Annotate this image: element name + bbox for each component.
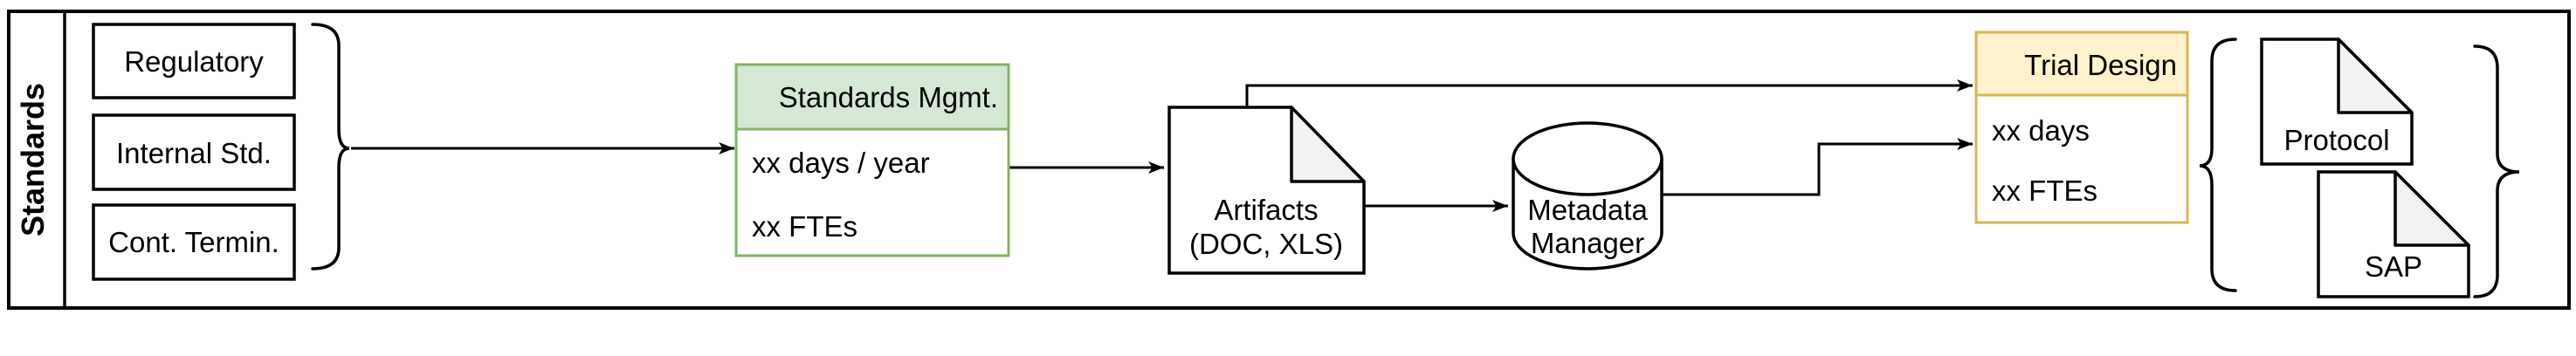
document-shape: [2317, 170, 2470, 298]
arrow-metadata-manager-to-trial-design: [1662, 138, 1973, 196]
metadata-manager-label-line-1: Metadata: [1527, 194, 1648, 226]
artifacts-document: Artifacts (DOC, XLS): [1167, 106, 1366, 275]
source-label: Cont. Termin.: [108, 226, 279, 258]
standards-mgmt-line-1: xx days / year: [752, 147, 930, 179]
arrow-standards-mgmt-to-artifacts: [1007, 161, 1164, 188]
sap-document: SAP: [2317, 170, 2470, 298]
standards-mgmt-title: Standards Mgmt.: [779, 81, 998, 113]
trial-design-box: Trial Design xx days xx FTEs: [1974, 31, 2189, 224]
source-box-regulatory: Regulatory: [92, 23, 296, 99]
trial-design-line-2: xx FTEs: [1992, 175, 2097, 207]
trial-design-header: [1974, 31, 2189, 97]
source-label: Internal Std.: [116, 137, 272, 169]
swimlane-label: Standards: [15, 83, 51, 236]
trial-design-line-1: xx days: [1992, 114, 2090, 147]
artifacts-label-line-2: (DOC, XLS): [1189, 228, 1343, 260]
artifacts-label-line-1: Artifacts: [1214, 194, 1318, 226]
deliverables-open-brace: [2199, 38, 2237, 292]
document-fold: [2337, 38, 2414, 114]
trial-design-title: Trial Design: [2024, 49, 2177, 81]
swimlane-frame: [7, 10, 2571, 310]
standards-mgmt-header: [734, 63, 1010, 131]
swimlane: Standards: [7, 10, 2571, 310]
source-boxes: Regulatory Internal Std. Cont. Termin.: [92, 23, 296, 281]
database-cylinder-top: [1512, 121, 1663, 196]
metadata-manager-database: Metadata Manager: [1512, 121, 1663, 270]
sources-brace: [311, 23, 350, 270]
source-box: [92, 113, 296, 191]
source-box: [92, 203, 296, 281]
source-box-cont-termin: Cont. Termin.: [92, 203, 296, 281]
arrow-artifacts-to-metadata-manager: [1362, 196, 1508, 212]
source-box: [92, 23, 296, 99]
source-box-internal-std: Internal Std.: [92, 113, 296, 191]
protocol-document: Protocol: [2260, 38, 2414, 166]
sap-label: SAP: [2365, 250, 2422, 283]
standards-mgmt-box: Standards Mgmt. xx days / year xx FTEs: [734, 63, 1010, 257]
document-shape: [2260, 38, 2414, 166]
protocol-label: Protocol: [2283, 124, 2389, 156]
standards-mgmt-line-2: xx FTEs: [752, 210, 858, 243]
document-fold: [1290, 106, 1366, 183]
source-label: Regulatory: [124, 45, 264, 78]
metadata-manager-label-line-2: Manager: [1531, 227, 1644, 259]
document-fold: [2393, 170, 2470, 247]
deliverables-close-brace: [2473, 44, 2520, 298]
arrow-artifacts-to-trial-design: [1245, 79, 1973, 107]
